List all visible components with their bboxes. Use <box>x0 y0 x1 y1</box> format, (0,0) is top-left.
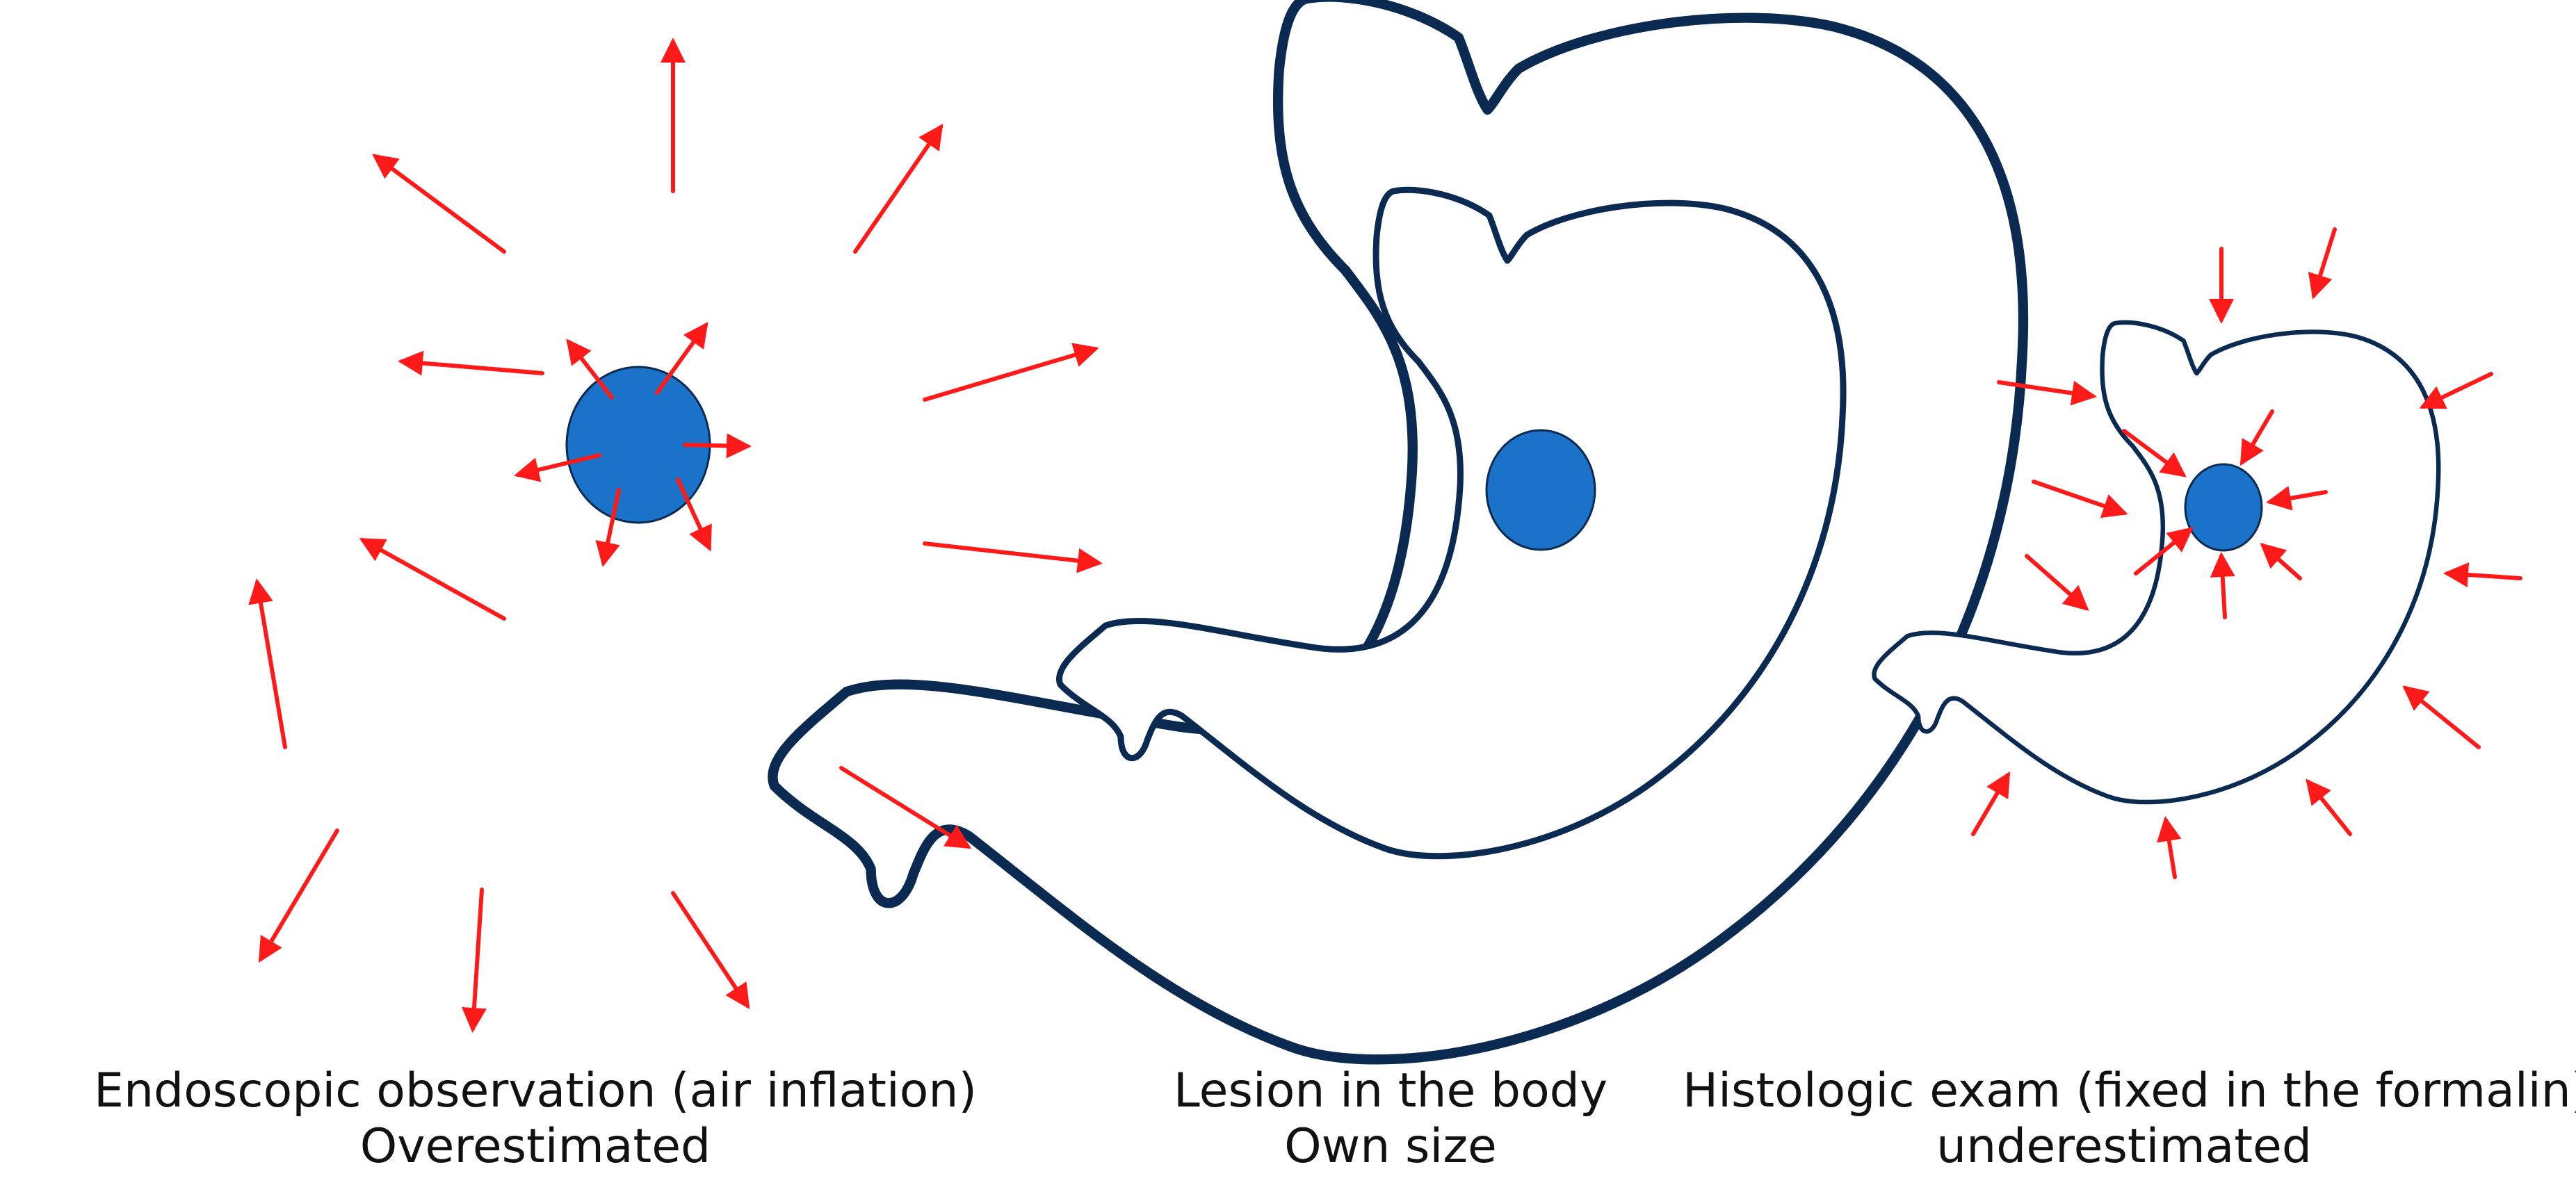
expansion-arrow <box>923 541 1103 573</box>
shrinkage-arrow <box>1971 771 2011 836</box>
histologic-caption-note: underestimated <box>1936 1119 2312 1174</box>
shrinkage-arrow <box>2443 562 2522 587</box>
shrinkage-arrow <box>2308 227 2337 300</box>
expansion-arrow <box>258 828 339 963</box>
normal-stomach-outline <box>1056 186 1847 860</box>
lesion-expansion-arrow <box>566 338 614 400</box>
expansion-arrow <box>923 343 1099 402</box>
shrinkage-arrow <box>2419 372 2493 409</box>
lesion-shrinkage-arrow <box>2260 543 2302 580</box>
body-caption-title: Lesion in the body <box>1173 1063 1608 1118</box>
lesion-shrinkage-arrow <box>2122 429 2187 477</box>
histologic-caption: Histologic exam (fixed in the formalin) … <box>1683 1063 2576 1175</box>
expansion-arrow <box>372 154 506 254</box>
lesion-shrinkage-arrow <box>2210 552 2235 619</box>
endoscopic-caption: Endoscopic observation (air inflation) O… <box>42 1063 1029 1175</box>
histologic-caption-title: Histologic exam (fixed in the formalin) <box>1683 1063 2576 1118</box>
body-caption: Lesion in the body Own size <box>1085 1063 1696 1175</box>
shrinkage-arrow <box>1997 380 2097 406</box>
shrinkage-arrow <box>2306 778 2352 836</box>
expansion-arrows <box>248 38 1103 1033</box>
expansion-arrow <box>671 891 750 1010</box>
shrinkage-arrow <box>2032 480 2128 519</box>
body-caption-note: Own size <box>1284 1119 1497 1174</box>
lesion-expansion-arrow <box>655 322 708 395</box>
normal-lesion <box>1485 429 1596 551</box>
lesion-expansion-arrow <box>514 453 601 482</box>
expansion-arrow <box>853 124 943 254</box>
shrinkage-arrow <box>2156 816 2182 879</box>
expansion-arrow <box>398 350 544 376</box>
shrinkage-arrows <box>1971 227 2522 879</box>
normal-stomach-figure <box>1056 186 1847 860</box>
inflated-stomach-outline <box>768 0 2029 1065</box>
expansion-arrow <box>248 578 287 749</box>
lesion-shrinkage-arrow <box>2239 409 2274 466</box>
lesion-expansion-arrow <box>683 433 752 459</box>
expansion-arrow <box>359 538 506 621</box>
shrinkage-arrow <box>2402 685 2481 749</box>
shrinkage-arrow <box>2025 554 2089 611</box>
expansion-arrow <box>461 888 487 1033</box>
expansion-arrow <box>839 766 972 849</box>
lesion-shrinkage-arrow <box>2134 527 2194 575</box>
endoscopic-caption-title: Endoscopic observation (air inflation) <box>93 1063 978 1118</box>
lesion-expansion-arrow <box>595 488 621 567</box>
shrunk-stomach-figure <box>1872 320 2441 805</box>
endoscopic-caption-note: Overestimated <box>359 1119 711 1174</box>
lesion-shrinkage-arrow <box>2266 486 2328 511</box>
lesion-expansion-arrow <box>676 477 712 552</box>
shrunk-lesion <box>2184 463 2263 552</box>
shrunk-stomach-outline <box>1872 320 2441 805</box>
